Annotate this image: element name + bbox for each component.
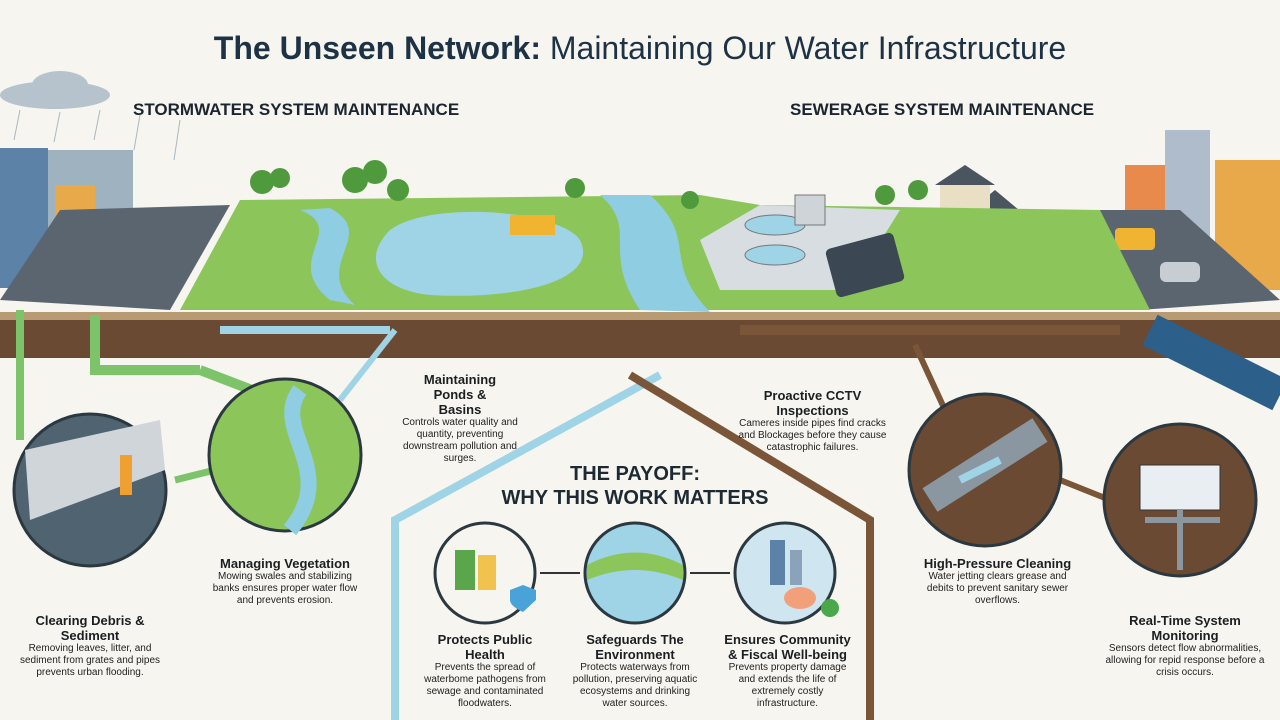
card-heading: Protects Public Health <box>437 632 533 662</box>
card-heading: Real-Time System Monitoring <box>1129 613 1241 643</box>
city-piggybank-icon <box>733 521 839 625</box>
car-icon <box>1160 262 1200 282</box>
payoff-title-line1: THE PAYOFF: <box>569 463 700 485</box>
truck-icon <box>1115 228 1155 250</box>
managing-vegetation-circle <box>207 377 363 536</box>
card-text: Controls water quality and quantity, pre… <box>402 417 518 464</box>
high-pressure-cleaning-circle <box>907 392 1063 548</box>
page-title: The Unseen Network: Maintaining Our Wate… <box>213 30 1067 66</box>
card-heading: Clearing Debris & Sediment <box>35 613 145 643</box>
payoff-card-community: Ensures Community & Fiscal Well-being Pr… <box>720 632 855 710</box>
clearing-debris-circle <box>12 412 168 568</box>
card-text: Protects waterways from pollution, prese… <box>572 662 698 709</box>
real-time-monitoring-card: Real-Time System Monitoring Sensors dete… <box>1105 613 1265 679</box>
card-text: Sensors detect flow abnormalities, allow… <box>1105 643 1265 678</box>
cctv-inspections-card: Proactive CCTV Inspections Cameres insid… <box>735 388 890 454</box>
river-ecosystem-icon <box>583 521 687 625</box>
maintaining-ponds-card: Maintaining Ponds & Basins Controls wate… <box>390 372 530 465</box>
card-heading: Ensures Community & Fiscal Well-being <box>724 632 851 662</box>
payoff-heading: THE PAYOFF: WHY THIS WORK MATTERS <box>500 462 770 510</box>
clearing-debris-card: Clearing Debris & Sediment Removing leav… <box>15 613 165 679</box>
street-left <box>0 205 230 310</box>
card-text: Prevents the spread of waterbome pathoge… <box>424 662 546 709</box>
card-text: Prevents property damage and extends the… <box>728 662 847 709</box>
card-heading: High-Pressure Cleaning <box>923 556 1072 571</box>
payoff-card-public-health: Protects Public Health Prevents the spre… <box>420 632 550 710</box>
family-shield-icon <box>433 521 537 625</box>
card-text: Cameres inside pipes find cracks and Blo… <box>738 418 887 453</box>
card-text: Removing leaves, litter, and sediment fr… <box>19 643 161 678</box>
managing-vegetation-card: Managing Vegetation Mowing swales and st… <box>210 556 360 607</box>
underground-soil <box>0 318 1280 358</box>
rain-icon <box>13 109 181 161</box>
cloud-icon <box>0 71 110 109</box>
sewerage-section-heading: SEWERAGE SYSTEM MAINTENANCE <box>790 100 1095 119</box>
tablet-inspection-icon <box>825 232 905 298</box>
card-text: Water jetting clears grease and debits t… <box>926 571 1069 606</box>
card-heading: Safeguards The Environment <box>586 632 684 662</box>
monitoring-circle <box>1102 422 1258 578</box>
payoff-title-line2: WHY THIS WORK MATTERS <box>501 487 769 509</box>
trees <box>250 160 928 209</box>
card-heading: Proactive CCTV Inspections <box>763 388 862 418</box>
high-pressure-cleaning-card: High-Pressure Cleaning Water jetting cle… <box>920 556 1075 607</box>
river <box>600 195 710 312</box>
sewer-pipes <box>627 314 1280 720</box>
card-text: Mowing swales and stabilizing banks ensu… <box>212 571 358 606</box>
excavator-icon <box>510 215 555 235</box>
payoff-card-environment: Safeguards The Environment Protects wate… <box>570 632 700 710</box>
stormwater-section-heading: STORMWATER SYSTEM MAINTENANCE <box>133 100 460 119</box>
swale-stream <box>300 208 355 305</box>
card-heading: Maintaining Ponds & Basins <box>423 372 497 417</box>
card-heading: Managing Vegetation <box>219 556 350 571</box>
